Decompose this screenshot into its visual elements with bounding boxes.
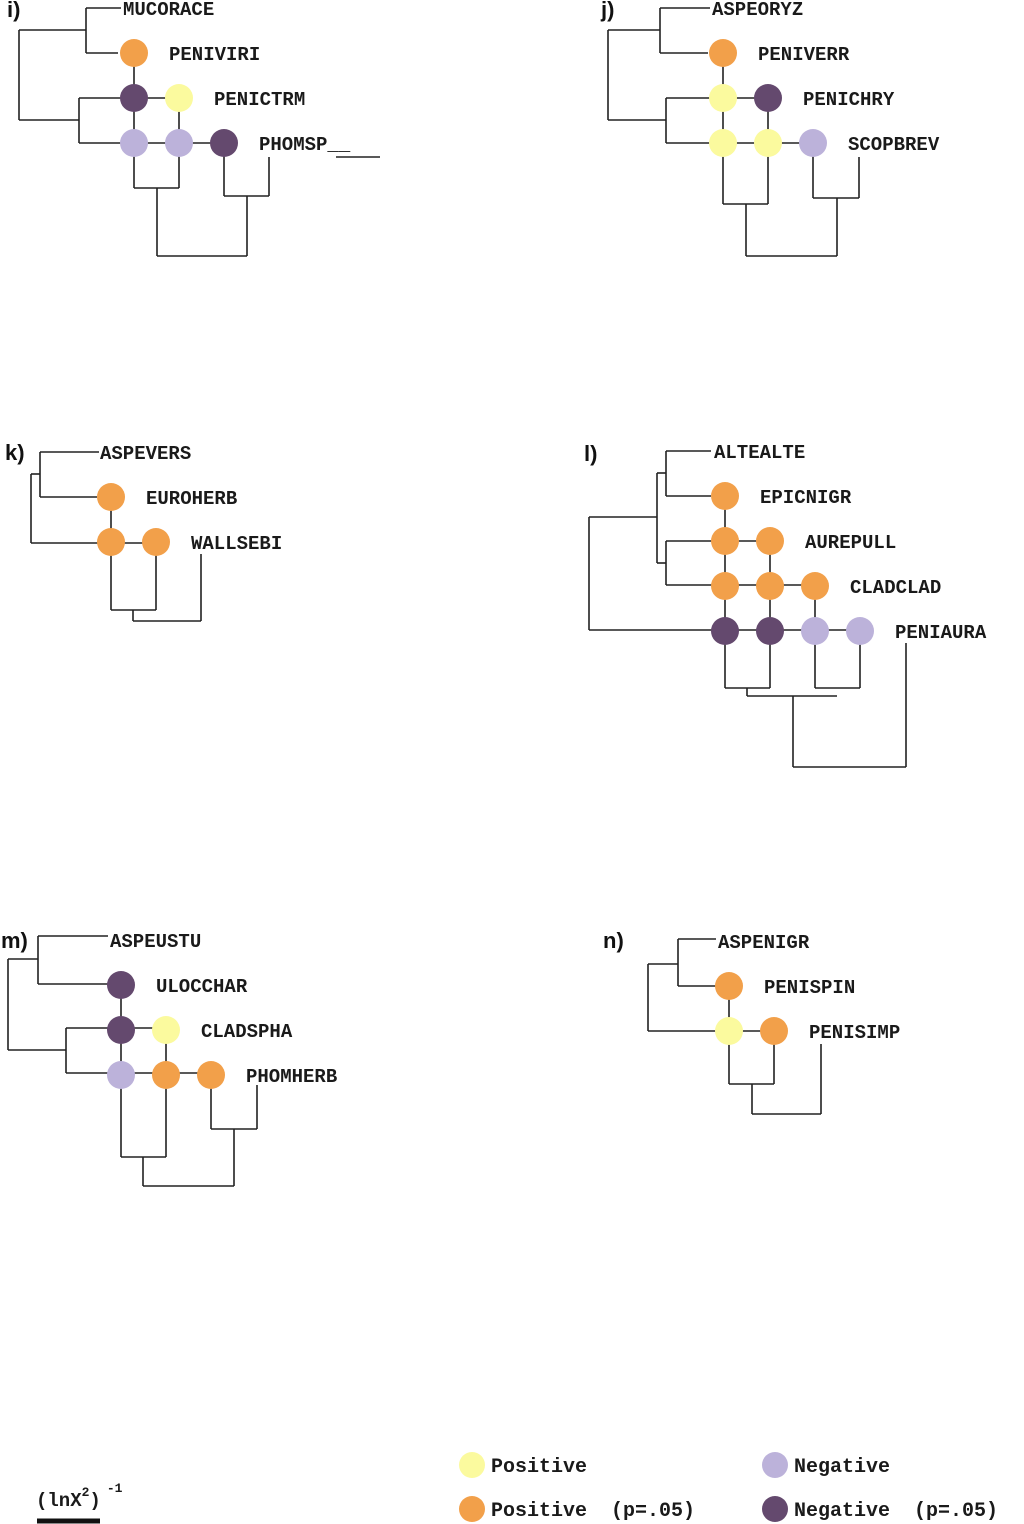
node-negative [107,1061,135,1089]
legend-marker-negative [762,1452,788,1478]
taxon-label: ULOCCHAR [156,976,248,998]
node-positive-sig [801,572,829,600]
node-positive [715,1017,743,1045]
node-negative-sig [754,84,782,112]
node-negative-sig [756,617,784,645]
node-positive [709,84,737,112]
node-negative [165,129,193,157]
node-positive-sig [197,1061,225,1089]
legend-marker-negative-significant [762,1496,788,1522]
node-positive-sig [760,1017,788,1045]
panel-m: m) ASPEUSTU ULOCCHAR CLADSPHA PHOMHERB [1,928,337,1187]
panel-l: l) ALTEALTE EPICNIGR AUREPULL CLADCLAD PENIAU… [584,441,987,768]
panel-k: k) ASPEVERS EUROHERB WALLSEBI [5,440,282,622]
taxon-label: PENIAURA [895,622,987,644]
legend-label-negative-significant: Negative (p=.05) [794,1500,998,1523]
scale-bar-group: (lnX2)-1 [36,1481,123,1524]
legend: Positive Negative Positive (p=.05) Negat… [459,1452,998,1523]
scale-label: (lnX2)-1 [36,1481,123,1512]
taxon-label: PHOMSP__ [259,134,351,156]
taxon-label: MUCORACE [123,0,214,21]
node-positive-sig [142,528,170,556]
node-negative [799,129,827,157]
legend-label-negative: Negative [794,1456,890,1479]
panel-n: n) ASPENIGR PENISPIN PENISIMP [603,928,900,1115]
node-negative-sig [107,1016,135,1044]
node-negative [801,617,829,645]
taxon-label: EPICNIGR [760,487,852,509]
panel-label: m) [1,928,28,953]
taxon-label: PENIVERR [758,44,850,66]
taxon-label: PENICHRY [803,89,895,111]
node-positive-sig [120,39,148,67]
node-positive-sig [715,972,743,1000]
taxon-label: ASPEUSTU [110,931,201,953]
node-positive [709,129,737,157]
taxon-label: ASPEVERS [100,443,191,465]
taxon-label: PENISIMP [809,1022,900,1044]
node-positive [754,129,782,157]
taxon-label: SCOPBREV [848,134,940,156]
panel-label: n) [603,928,624,953]
node-positive-sig [711,527,739,555]
taxon-label: AUREPULL [805,532,896,554]
taxon-label: ASPEORYZ [712,0,803,21]
node-positive-sig [756,572,784,600]
node-positive-sig [97,483,125,511]
panel-label: i) [7,0,20,22]
node-positive [165,84,193,112]
taxon-label: PENIVIRI [169,44,260,66]
node-negative-sig [107,971,135,999]
node-positive-sig [711,482,739,510]
node-positive-sig [756,527,784,555]
panel-label: j) [600,0,614,22]
panels: i) MUCORACE PENIVIRI PENICTRM PHOMSP__ j) ASPE… [1,0,987,1187]
legend-marker-positive-significant [459,1496,485,1522]
taxon-label: CLADSPHA [201,1021,293,1043]
node-negative-sig [210,129,238,157]
taxon-label: PHOMHERB [246,1066,337,1088]
panel-j: j) ASPEORYZ PENIVERR PENICHRY SCOPBREV [600,0,940,257]
node-positive-sig [711,572,739,600]
node-positive-sig [709,39,737,67]
taxon-label: WALLSEBI [191,533,282,555]
legend-label-positive-significant: Positive (p=.05) [491,1500,695,1523]
panel-i: i) MUCORACE PENIVIRI PENICTRM PHOMSP__ [7,0,380,257]
node-negative [846,617,874,645]
node-positive-sig [152,1061,180,1089]
node-positive [152,1016,180,1044]
taxon-label: PENISPIN [764,977,855,999]
taxon-label: ASPENIGR [718,932,810,954]
node-positive-sig [97,528,125,556]
panel-label: k) [5,440,25,465]
panel-label: l) [584,441,597,466]
taxon-label: PENICTRM [214,89,305,111]
taxon-label: CLADCLAD [850,577,941,599]
node-negative-sig [711,617,739,645]
taxon-label: ALTEALTE [714,442,805,464]
node-negative-sig [120,84,148,112]
taxon-label: EUROHERB [146,488,237,510]
legend-label-positive: Positive [491,1456,587,1479]
node-negative [120,129,148,157]
legend-marker-positive [459,1452,485,1478]
